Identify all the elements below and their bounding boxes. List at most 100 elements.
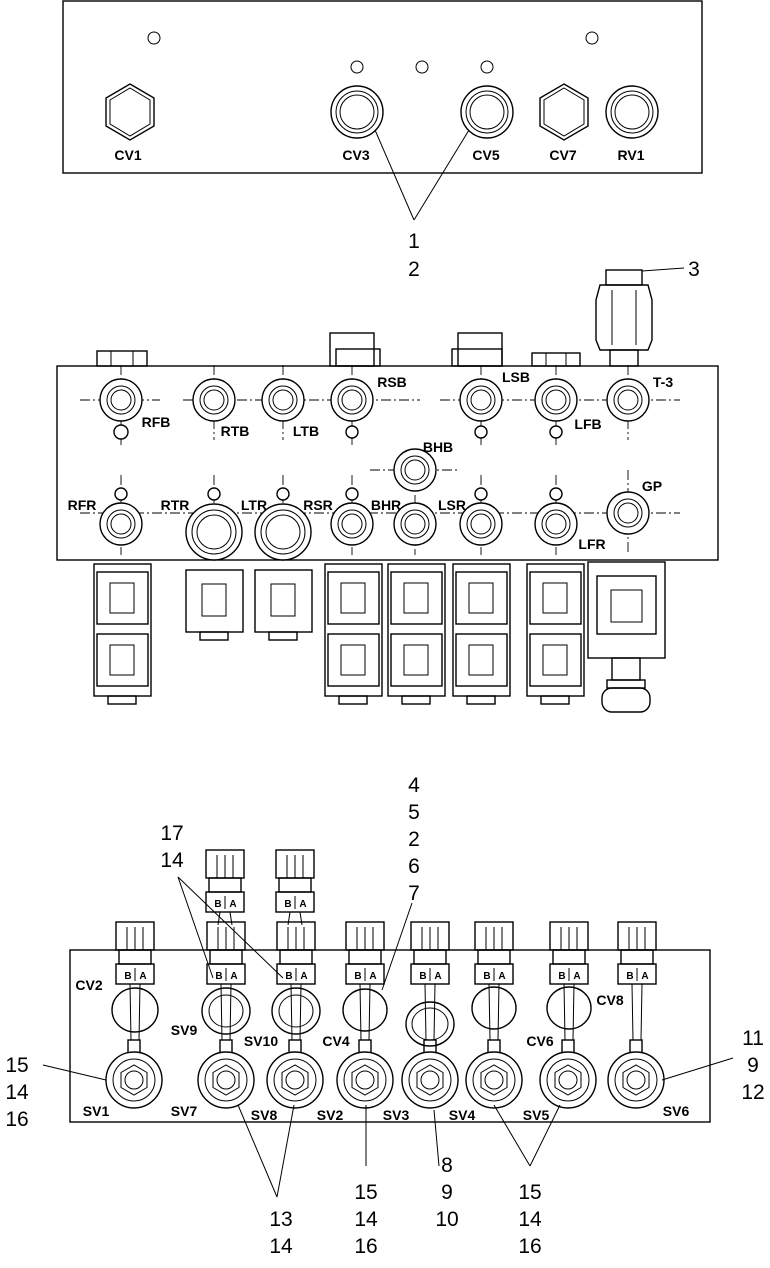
label-sv5: SV5	[523, 1107, 550, 1123]
gauge-port	[474, 487, 488, 501]
solenoid-valve	[105, 1039, 163, 1109]
label-sv4: SV4	[449, 1107, 476, 1123]
solenoid-valve	[465, 1039, 523, 1109]
label-sv7: SV7	[171, 1103, 198, 1119]
t3-fitting	[595, 269, 653, 367]
port-label-t3: T-3	[653, 374, 673, 390]
callout-14: 14	[269, 1235, 293, 1258]
port-label-cv3: CV3	[342, 147, 369, 163]
callout-13: 13	[269, 1208, 292, 1231]
connector-letter-a: A	[230, 971, 237, 982]
port-label-rfr: RFR	[68, 497, 97, 513]
port-label-cv5: CV5	[472, 147, 499, 163]
port-label-bhb: BHB	[423, 439, 453, 455]
valve-rv1-port	[605, 85, 659, 139]
port-lfr	[534, 502, 578, 546]
top-valve-panel: CV1 CV3 CV5 CV7 RV1 1 2	[62, 0, 703, 281]
valve-cv5-port	[460, 85, 514, 139]
connector-letter-a: A	[229, 899, 236, 910]
solenoid-valve	[197, 1039, 255, 1109]
connector-letter-b: B	[483, 971, 490, 982]
port-rsb	[330, 378, 374, 422]
connector-letter-a: A	[573, 971, 580, 982]
port-label-lfb: LFB	[574, 416, 601, 432]
mount-hole	[350, 60, 364, 74]
port-gp	[606, 491, 650, 535]
check-valve-bodies	[111, 986, 592, 1047]
callout-10: 10	[435, 1208, 458, 1231]
connector-letter-b: B	[419, 971, 426, 982]
connector-letter-b: B	[626, 971, 633, 982]
manifold-body	[56, 365, 719, 561]
port-label-lsr: LSR	[438, 497, 466, 513]
solenoid-valve	[539, 1039, 597, 1109]
manifold-row2-ports	[80, 470, 680, 561]
upper-connector: B A	[275, 849, 315, 926]
port-bhb	[393, 448, 437, 492]
callout-1: 1	[408, 230, 420, 253]
mount-hole	[585, 31, 599, 45]
port-t3	[606, 378, 650, 422]
callout-12: 12	[741, 1081, 764, 1104]
top-panel-frame	[62, 0, 703, 174]
gauge-port	[207, 487, 221, 501]
leader-line	[641, 267, 685, 272]
connector-letter-a: A	[641, 971, 648, 982]
port-label-rfb: RFB	[142, 414, 171, 430]
gauge-port	[474, 425, 488, 439]
label-sv2: SV2	[317, 1107, 344, 1123]
port-label-cv1: CV1	[114, 147, 141, 163]
port-lfb	[534, 378, 578, 422]
connector-letter-b: B	[285, 971, 292, 982]
label-sv8: SV8	[251, 1107, 278, 1123]
solenoid-valve	[336, 1039, 394, 1109]
callout-14: 14	[354, 1208, 378, 1231]
solenoid-coil-single	[254, 569, 313, 641]
port-rfb	[99, 378, 143, 422]
port-lsb	[459, 378, 503, 422]
valve-cv7-hex	[539, 83, 589, 141]
port-lsr	[459, 502, 503, 546]
label-cv6: CV6	[526, 1033, 553, 1049]
manifold-solenoid-coils	[93, 561, 666, 713]
port-label-rsr: RSR	[303, 497, 333, 513]
port-label-ltb: LTB	[293, 423, 319, 439]
manifold-block: 3 RFB RTB L	[56, 258, 719, 713]
solenoid-valve	[401, 1039, 459, 1109]
label-cv4: CV4	[322, 1033, 349, 1049]
solenoid-valves	[105, 1039, 665, 1109]
callout-16: 16	[5, 1108, 28, 1131]
solenoid-coil-double	[387, 563, 446, 705]
valve-cv3-port	[330, 85, 384, 139]
connector-letter-b: B	[558, 971, 565, 982]
gauge-port	[549, 425, 563, 439]
solenoid-coil-double	[93, 563, 152, 705]
port-label-lfr: LFR	[578, 536, 605, 552]
solenoid-coil-double	[526, 563, 585, 705]
callout-15: 15	[354, 1181, 377, 1204]
callout-6: 6	[408, 855, 420, 878]
callout-3: 3	[688, 258, 700, 281]
manifold-row1-ports	[80, 365, 680, 445]
port-rsr	[330, 502, 374, 546]
callout-16: 16	[354, 1235, 377, 1258]
callout-15: 15	[518, 1181, 541, 1204]
gauge-port	[345, 425, 359, 439]
label-sv9: SV9	[171, 1022, 198, 1038]
mount-hole	[480, 60, 494, 74]
connector-letter-b: B	[215, 971, 222, 982]
solenoid-coil-single	[185, 569, 244, 641]
upper-connector: B A	[205, 849, 245, 926]
label-cv8: CV8	[596, 992, 623, 1008]
connector-letter-a: A	[299, 899, 306, 910]
connector-letter-a: A	[498, 971, 505, 982]
label-sv3: SV3	[383, 1107, 410, 1123]
connector-letter-b: B	[124, 971, 131, 982]
callout-14: 14	[160, 849, 184, 872]
